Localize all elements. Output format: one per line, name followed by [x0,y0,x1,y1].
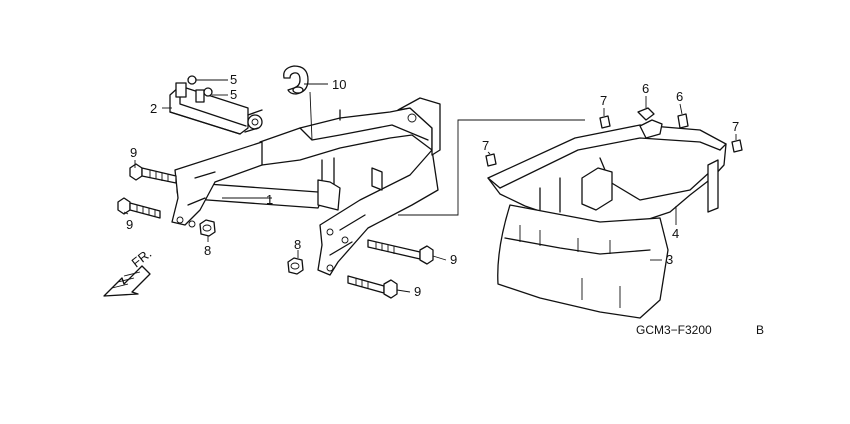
part-2-bracket [169,75,263,135]
front-direction-arrow: FR. [103,246,155,297]
callout-6-a: 6 [642,81,649,96]
group-bracket [398,119,585,216]
callout-1: 1 [266,192,273,207]
callout-5-upper: 5 [230,72,237,87]
callout-3: 3 [666,252,673,267]
part-7-clip-a [485,153,497,167]
callout-5-lower: 5 [230,87,237,102]
callout-9-c: 9 [450,252,457,267]
callout-9-b: 9 [126,217,133,232]
callout-9-a: 9 [130,145,137,160]
part-6-clip-a [637,107,655,121]
callout-6-b: 6 [676,89,683,104]
part-7-clip-c [731,139,743,153]
part-7-clip-b [599,115,611,129]
part-4-tray [487,119,727,225]
front-label: FR. [129,246,155,271]
part-9-bolt-c [367,239,434,265]
part-10-clip [283,65,309,95]
callout-8-left: 8 [204,243,211,258]
part-9-bolt-a [129,163,177,184]
part-9-bolt-d [347,275,398,299]
callout-10: 10 [332,77,346,92]
callout-7-c: 7 [732,119,739,134]
callout-4: 4 [672,226,679,241]
part-3-box [497,204,669,319]
diagram-suffix: B [756,323,764,337]
part-6-clip-b [677,113,689,129]
callout-8-right: 8 [294,237,301,252]
diagram-code: GCM3−F3200 [636,323,712,337]
callout-7-a: 7 [482,138,489,153]
callout-9-d: 9 [414,284,421,299]
part-9-bolt-b [117,197,161,219]
part-8-nut-right [287,257,304,275]
callout-7-b: 7 [600,93,607,108]
part-8-nut-left [199,219,216,237]
callout-2: 2 [150,101,157,116]
part-1-frame [171,97,441,276]
